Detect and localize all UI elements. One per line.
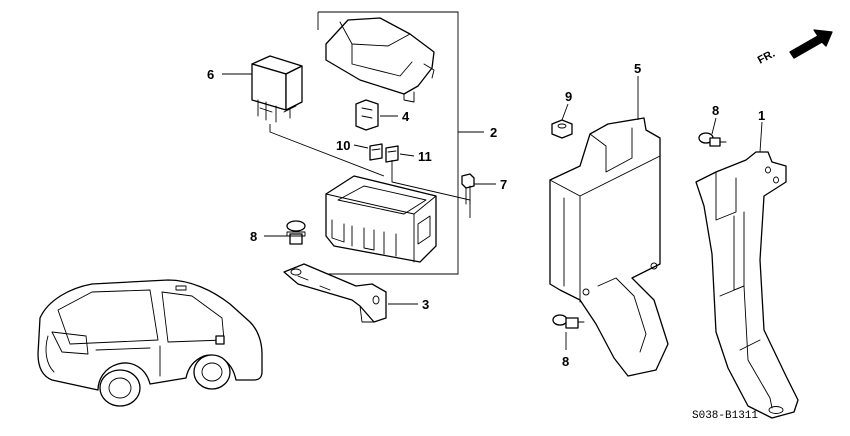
callout-2: 2 <box>490 125 497 140</box>
callout-6: 6 <box>207 67 214 82</box>
front-label: FR. <box>756 48 777 67</box>
fuse-part-4 <box>355 99 379 131</box>
bolt-part-8-right <box>698 132 727 147</box>
callout-8-right: 8 <box>712 103 719 118</box>
callout-4: 4 <box>402 109 410 124</box>
control-unit-part-5 <box>549 117 669 377</box>
bolt-part-7 <box>461 173 475 205</box>
callout-leaders <box>222 73 763 350</box>
callout-1: 1 <box>758 108 765 123</box>
bolt-part-8-middle <box>552 314 585 329</box>
callout-11: 11 <box>418 149 432 164</box>
callout-5: 5 <box>634 61 641 76</box>
bolt-part-8-left <box>286 220 306 245</box>
fuse-box-cover <box>325 17 435 103</box>
bracket-part-1 <box>695 151 799 419</box>
front-direction-arrow: FR. <box>756 29 833 67</box>
nut-part-9 <box>551 119 573 139</box>
callout-numbers: 6 4 2 10 11 7 8 3 5 9 8 1 8 <box>207 61 765 369</box>
fuse-box-frame <box>317 11 459 275</box>
bracket-part-3 <box>283 263 387 323</box>
callout-3: 3 <box>422 297 429 312</box>
callout-7: 7 <box>500 177 507 192</box>
vehicle-illustration <box>37 279 263 407</box>
fuse-box-body <box>325 175 437 263</box>
assembly-leader-lines <box>269 124 471 218</box>
relay-part <box>251 55 303 123</box>
callout-10: 10 <box>336 138 350 153</box>
callout-8-middle: 8 <box>562 354 569 369</box>
mini-fuse-parts <box>369 143 399 163</box>
callout-9: 9 <box>565 89 572 104</box>
drawing-code: S038-B1311 <box>692 410 758 422</box>
callout-8-left: 8 <box>250 229 257 244</box>
